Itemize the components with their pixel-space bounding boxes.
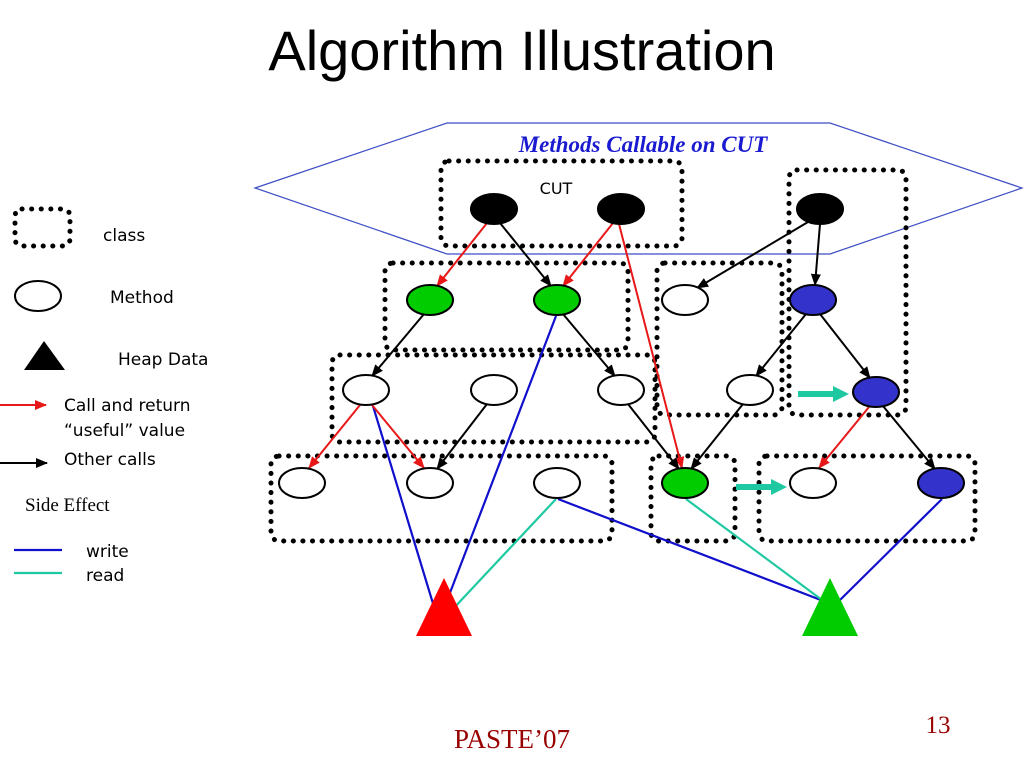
- cut-method-node: [796, 193, 844, 225]
- write-edge: [446, 315, 558, 599]
- cut-label: CUT: [540, 179, 573, 198]
- other-call-edge: [810, 223, 821, 286]
- legend-side-effect-heading: Side Effect: [25, 495, 110, 516]
- other-call-edge: [696, 221, 809, 289]
- other-call-edge: [436, 403, 488, 470]
- method-node: [533, 467, 581, 499]
- other-call-edge: [819, 313, 871, 379]
- class-box-level2-left: [382, 260, 631, 353]
- legend-call-return-label: Call and return: [64, 396, 191, 416]
- region-label: Methods Callable on CUT: [518, 132, 769, 157]
- legend-class-swatch: [12, 206, 73, 249]
- method-node: [726, 374, 774, 406]
- transition-arrow: [736, 479, 787, 495]
- call-return-edge: [618, 223, 685, 469]
- class-box-level3: [329, 352, 658, 445]
- legend-other-calls-label: Other calls: [64, 450, 156, 470]
- legend-read-label: read: [86, 566, 124, 586]
- methods-callable-region: [253, 122, 1024, 255]
- class-box-cut: [438, 158, 685, 249]
- method-node: [278, 467, 326, 499]
- cut-method-node: [470, 193, 518, 225]
- other-call-edge: [690, 403, 744, 470]
- heap-data-red: [416, 578, 472, 636]
- legend-method-label: Method: [110, 288, 174, 308]
- other-call-edge: [755, 313, 807, 377]
- call-return-edge: [818, 406, 870, 469]
- blue-method-node: [917, 467, 965, 499]
- class-box-right-tall: [786, 167, 909, 418]
- call-return-edge: [562, 222, 614, 287]
- slide-footer: PASTE’07: [454, 724, 570, 754]
- other-call-edge: [371, 313, 425, 377]
- method-node: [470, 374, 518, 406]
- method-node: [789, 467, 837, 499]
- read-edge: [685, 498, 823, 601]
- heap-data-green: [802, 578, 858, 636]
- page-number: 13: [926, 712, 951, 739]
- call-return-edge: [308, 404, 361, 469]
- class-box-bottom-middle: [648, 453, 738, 544]
- blue-method-node: [789, 284, 837, 316]
- method-node: [342, 374, 390, 406]
- write-edge: [557, 497, 827, 604]
- class-box-bottom-left: [268, 453, 615, 544]
- write-edge: [371, 405, 440, 621]
- green-method-node: [533, 284, 581, 316]
- write-edge: [839, 498, 943, 601]
- other-call-edge: [627, 403, 680, 470]
- call-return-edge: [371, 404, 425, 469]
- legend-write-label: write: [86, 542, 129, 562]
- method-node: [406, 467, 454, 499]
- green-method-node: [406, 284, 454, 316]
- transition-arrow: [798, 386, 849, 402]
- legend-heap-swatch: [24, 341, 65, 370]
- legend-class-label: class: [103, 226, 145, 246]
- blue-method-node: [852, 376, 900, 408]
- legend-call-return-label: “useful” value: [64, 421, 185, 441]
- method-node: [661, 284, 709, 316]
- read-edge: [451, 498, 557, 611]
- class-box-level2-right: [654, 260, 785, 418]
- legend-method-swatch: [14, 280, 62, 312]
- other-call-edge: [562, 313, 616, 377]
- method-node: [597, 374, 645, 406]
- legend: class Method Heap Data Call and return “…: [0, 206, 208, 586]
- call-return-edge: [436, 222, 488, 287]
- other-call-edge: [499, 222, 552, 287]
- legend-heap-label: Heap Data: [118, 350, 208, 370]
- cut-method-node: [597, 193, 645, 225]
- slide-title: Algorithm Illustration: [268, 19, 775, 82]
- other-call-edge: [882, 405, 936, 470]
- green-method-node: [661, 467, 709, 499]
- class-box-bottom-right: [756, 453, 978, 544]
